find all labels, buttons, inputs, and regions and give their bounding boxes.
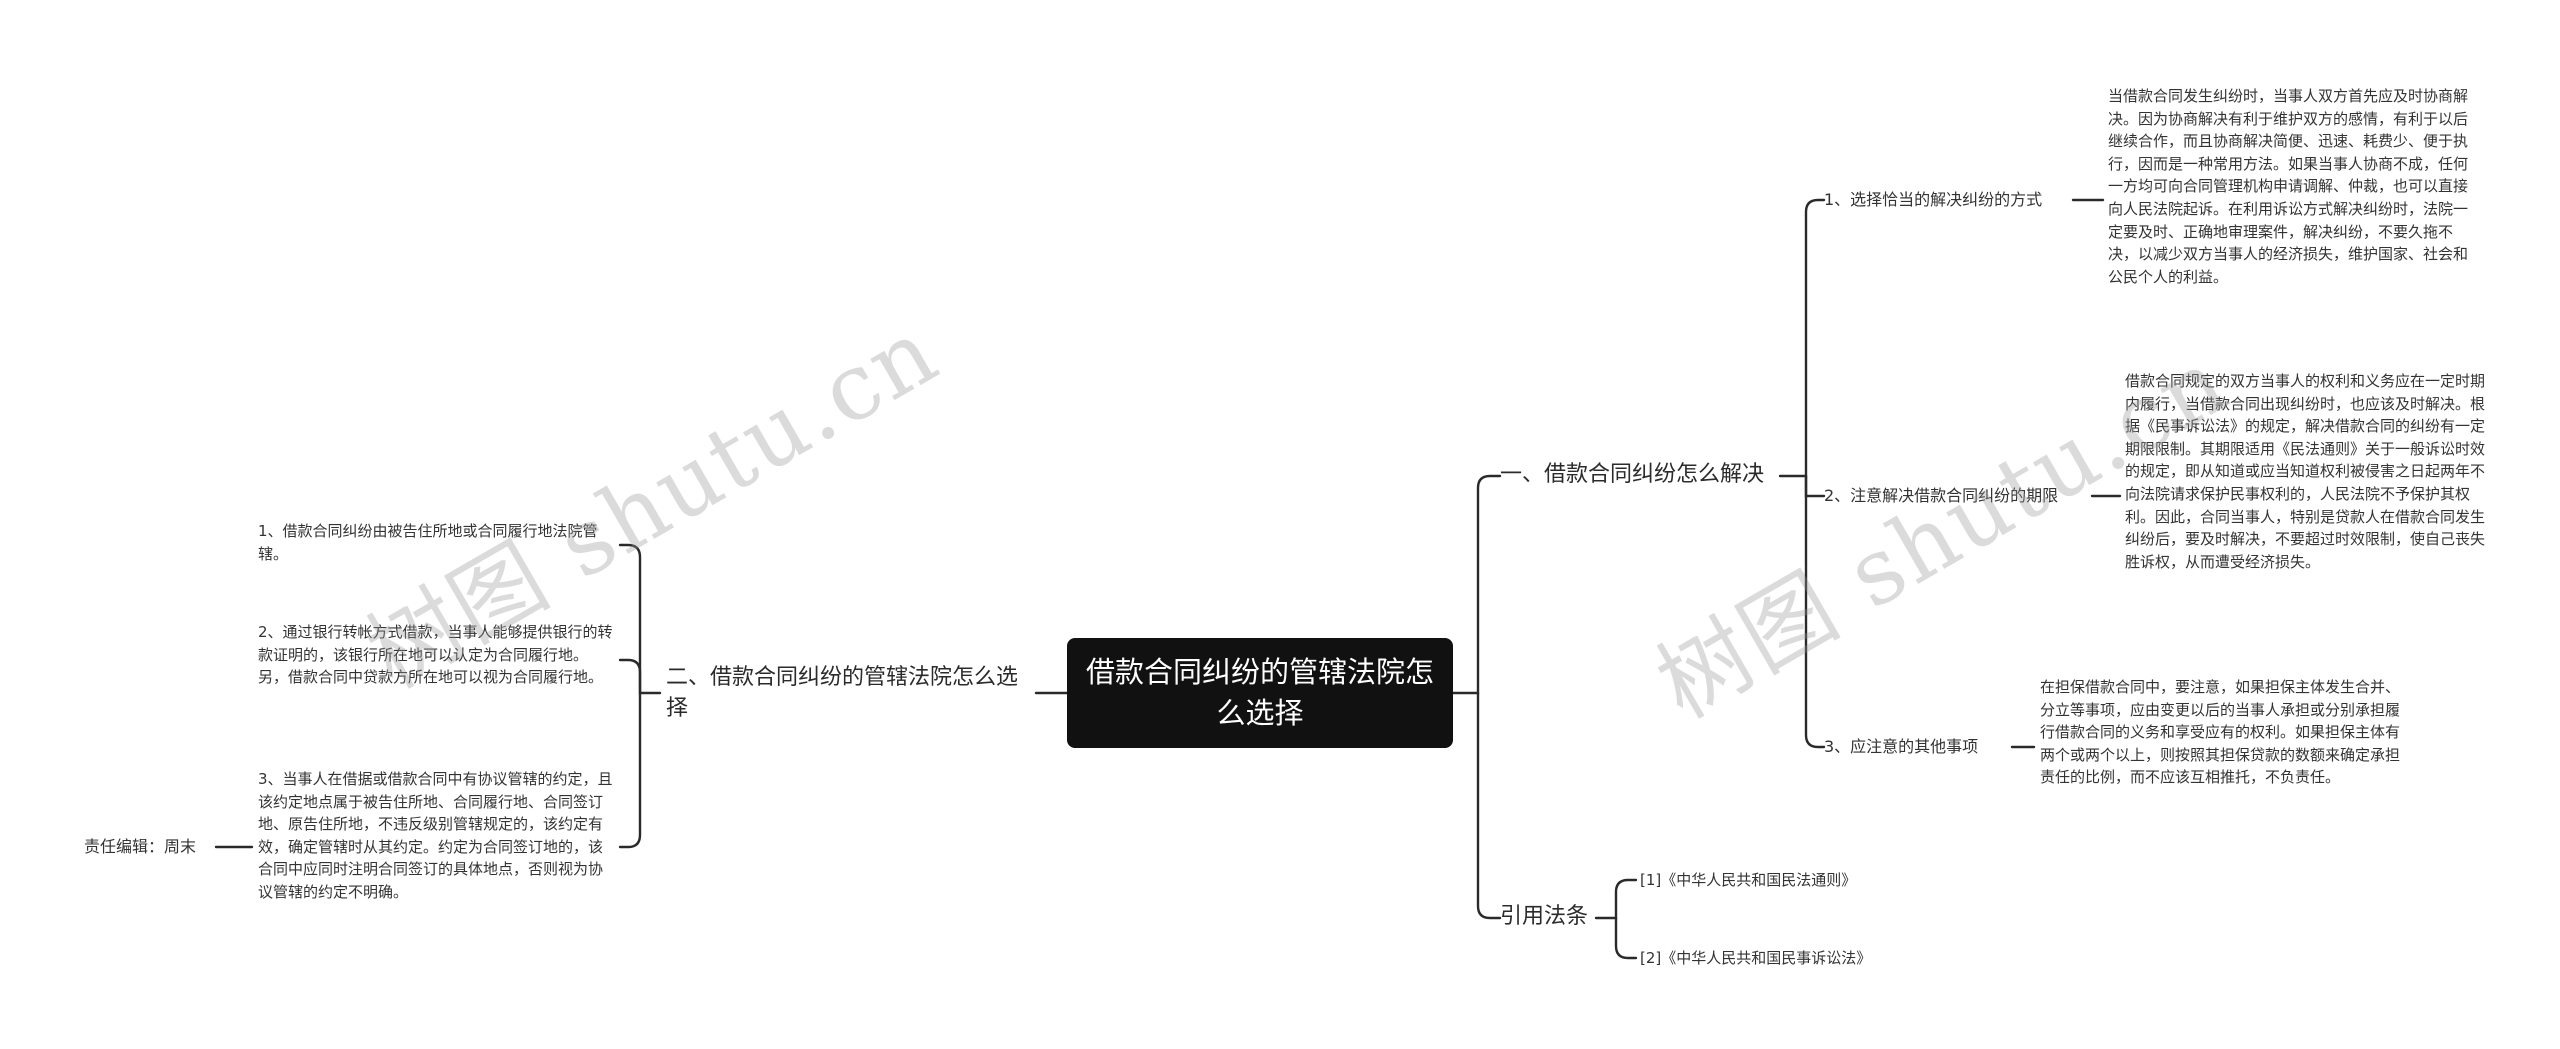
- editor-note-text: 责任编辑：周末: [84, 837, 197, 856]
- sub-time-limit-label: 2、注意解决借款合同纠纷的期限: [1824, 486, 2059, 505]
- detail-time-limit: 借款合同规定的双方当事人的权利和义务应在一定时期内履行，当借款合同出现纠纷时，也…: [2125, 370, 2491, 573]
- item-jurisdiction-1-text: 1、借款合同纠纷由被告住所地或合同履行地法院管辖。: [258, 522, 598, 563]
- edge-root-to-branch-1: [1451, 474, 1502, 695]
- sub-other-matters-label: 3、应注意的其他事项: [1824, 737, 1979, 756]
- ref-civil-procedure-law-label: [2]《中华人民共和国民事诉讼法》: [1640, 949, 1872, 967]
- branch-cited-laws[interactable]: 引用法条: [1500, 901, 1588, 932]
- detail-choose-method: 当借款合同发生纠纷时，当事人双方首先应及时协商解决。因为协商解决有利于维护双方的…: [2108, 85, 2480, 288]
- sub-choose-method[interactable]: 1、选择恰当的解决纠纷的方式: [1824, 189, 2042, 211]
- edge-left-branch-to-item-3: [618, 691, 642, 849]
- edge-branch-1-to-sub-2: [1804, 474, 1826, 498]
- edge-branch-2-to-ref-1: [1594, 878, 1638, 920]
- item-jurisdiction-1: 1、借款合同纠纷由被告住所地或合同履行地法院管辖。: [258, 520, 614, 565]
- ref-civil-procedure-law[interactable]: [2]《中华人民共和国民事诉讼法》: [1640, 947, 1871, 969]
- sub-other-matters[interactable]: 3、应注意的其他事项: [1824, 736, 1978, 758]
- root-label: 借款合同纠纷的管辖法院怎么选择: [1085, 655, 1434, 730]
- detail-other-matters: 在担保借款合同中，要注意，如果担保主体发生合并、分立等事项，应由变更以后的当事人…: [2040, 676, 2412, 789]
- detail-other-matters-text: 在担保借款合同中，要注意，如果担保主体发生合并、分立等事项，应由变更以后的当事人…: [2040, 678, 2401, 787]
- detail-time-limit-text: 借款合同规定的双方当事人的权利和义务应在一定时期内履行，当借款合同出现纠纷时，也…: [2125, 372, 2486, 571]
- branch-jurisdiction-label: 二、借款合同纠纷的管辖法院怎么选择: [666, 665, 1019, 721]
- edge-branch-1-to-sub-1: [1778, 198, 1826, 478]
- detail-choose-method-text: 当借款合同发生纠纷时，当事人双方首先应及时协商解决。因为协商解决有利于维护双方的…: [2108, 87, 2469, 286]
- branch-resolve-disputes-label: 一、借款合同纠纷怎么解决: [1500, 462, 1765, 487]
- edge-root-to-branch-2: [1476, 691, 1502, 920]
- edge-branch-1-to-sub-3: [1804, 474, 1826, 749]
- ref-civil-law[interactable]: [1]《中华人民共和国民法通则》: [1640, 869, 1856, 891]
- sub-time-limit[interactable]: 2、注意解决借款合同纠纷的期限: [1824, 485, 2058, 507]
- edge-left-branch-to-item-2: [618, 658, 642, 695]
- branch-jurisdiction[interactable]: 二、借款合同纠纷的管辖法院怎么选择: [666, 662, 1026, 724]
- editor-note: 责任编辑：周末: [84, 836, 196, 858]
- item-jurisdiction-2: 2、通过银行转帐方式借款，当事人能够提供银行的转款证明的，该银行所在地可以认定为…: [258, 621, 614, 689]
- item-jurisdiction-2-text: 2、通过银行转帐方式借款，当事人能够提供银行的转款证明的，该银行所在地可以认定为…: [258, 623, 613, 687]
- branch-resolve-disputes[interactable]: 一、借款合同纠纷怎么解决: [1500, 459, 1764, 490]
- root-node[interactable]: 借款合同纠纷的管辖法院怎么选择: [1067, 638, 1453, 748]
- edge-branch-2-to-ref-2: [1614, 916, 1638, 960]
- item-jurisdiction-3: 3、当事人在借据或借款合同中有协议管辖的约定，且该约定地点属于被告住所地、合同履…: [258, 768, 614, 904]
- item-jurisdiction-3-text: 3、当事人在借据或借款合同中有协议管辖的约定，且该约定地点属于被告住所地、合同履…: [258, 770, 613, 901]
- sub-choose-method-label: 1、选择恰当的解决纠纷的方式: [1824, 190, 2043, 209]
- branch-cited-laws-label: 引用法条: [1500, 904, 1589, 929]
- ref-civil-law-label: [1]《中华人民共和国民法通则》: [1640, 871, 1857, 889]
- edge-left-branch-to-item-1: [618, 543, 662, 695]
